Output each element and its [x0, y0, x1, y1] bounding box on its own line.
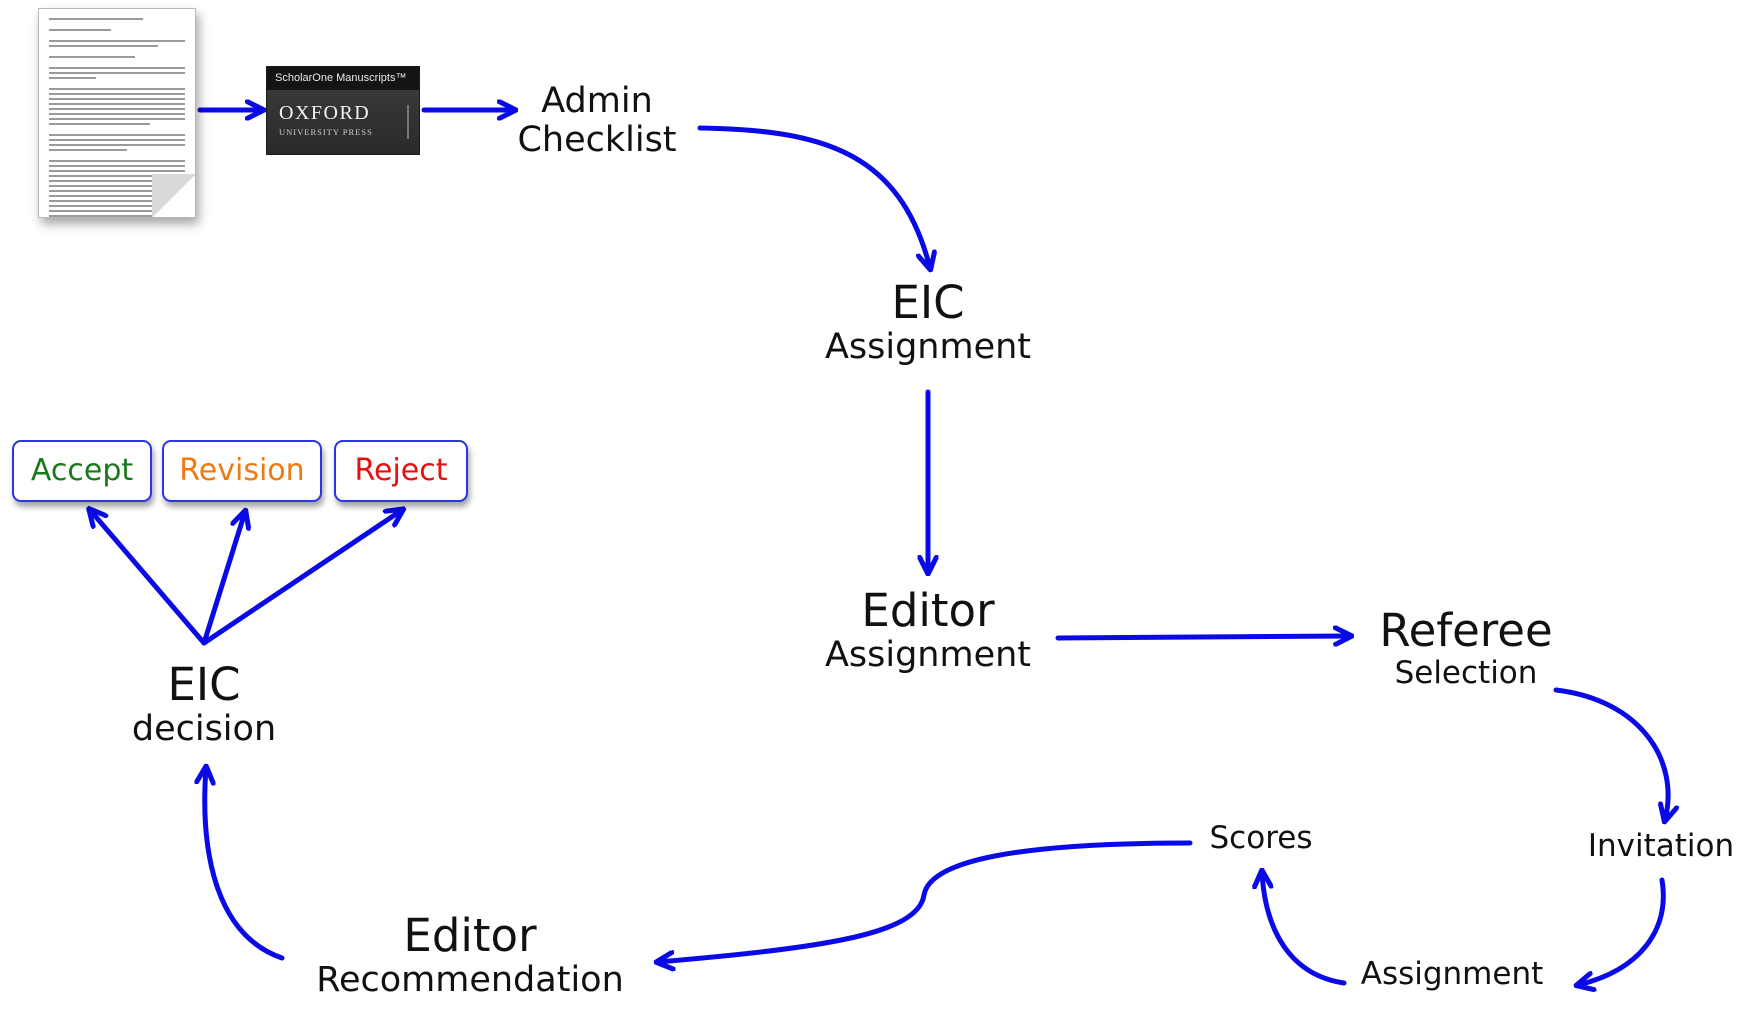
- referee-selection-line1: Referee: [1379, 604, 1553, 657]
- arrow-referee-to-invitation: [1553, 687, 1668, 820]
- manuscript-document-image: [38, 8, 196, 218]
- node-scores: Scores: [1209, 820, 1313, 856]
- badge-header: ScholarOne Manuscripts™: [267, 67, 419, 90]
- badge-publisher-line1: OXFORD: [279, 102, 371, 124]
- node-admin-checklist: Admin Checklist: [507, 81, 687, 161]
- node-editor-assignment: Editor Assignment: [808, 584, 1048, 676]
- node-eic-decision: EIC decision: [104, 658, 304, 750]
- admin-line1: Admin: [541, 81, 653, 121]
- arrow-decision-to-reject: [201, 510, 402, 646]
- node-editor-recommendation: Editor Recommendation: [290, 909, 650, 1001]
- arrow-decision-to-revision: [201, 512, 245, 646]
- node-eic-assignment: EIC Assignment: [808, 276, 1048, 368]
- badge-publisher-line2: UNIVERSITY PRESS: [279, 127, 373, 137]
- node-referee-assignment: Assignment: [1360, 956, 1544, 992]
- editor-assignment-line2: Assignment: [824, 635, 1032, 676]
- eic-assignment-line1: EIC: [891, 276, 965, 329]
- arrow-editor-recommendation-to-eic-decision: [205, 768, 285, 961]
- editor-recommendation-line1: Editor: [403, 909, 537, 962]
- decision-revision-box: Revision: [162, 440, 322, 502]
- editor-assignment-line1: Editor: [861, 584, 995, 637]
- decision-accept-box: Accept: [12, 440, 152, 502]
- decision-reject-box: Reject: [334, 440, 468, 502]
- node-invitation: Invitation: [1587, 828, 1735, 864]
- eic-decision-line2: decision: [131, 709, 277, 750]
- eic-decision-line1: EIC: [167, 658, 241, 711]
- arrow-decision-to-accept: [90, 510, 207, 646]
- node-referee-selection: Referee Selection: [1346, 604, 1586, 692]
- arrow-invitation-to-assignment: [1578, 877, 1666, 985]
- editor-recommendation-line2: Recommendation: [316, 960, 624, 1001]
- referee-selection-line2: Selection: [1394, 655, 1538, 692]
- arrow-assignment-to-scores: [1262, 872, 1347, 986]
- badge-divider: [407, 105, 409, 139]
- admin-line2: Checklist: [517, 120, 677, 161]
- scholarone-oxford-logo: ScholarOne Manuscripts™ OXFORD UNIVERSIT…: [266, 66, 420, 155]
- arrow-admin-to-eic-assignment: [697, 125, 930, 268]
- arrow-scores-to-editor-recommendation: [658, 840, 1193, 962]
- arrow-editor-to-referee: [1055, 636, 1350, 638]
- eic-assignment-line2: Assignment: [824, 327, 1032, 368]
